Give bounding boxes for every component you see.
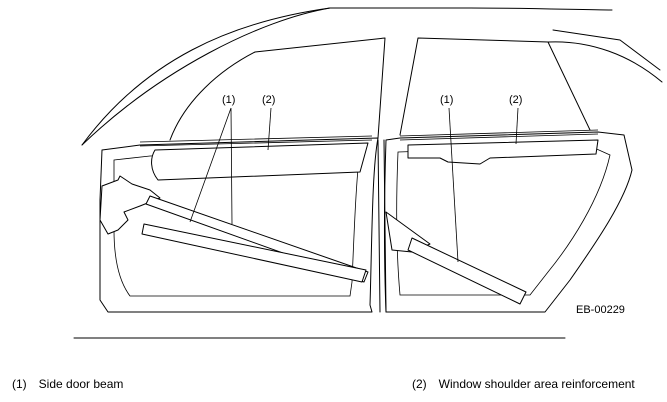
front-beam-leader (189, 107, 233, 225)
legend-label: Window shoulder area reinforcement (438, 377, 635, 391)
callout-front-beam: (1) (222, 94, 235, 106)
rear-door-inner (396, 145, 611, 296)
legend-number: (1) (12, 377, 27, 391)
front-window-frame (169, 37, 386, 141)
legend-number: (2) (412, 377, 427, 391)
windshield-pillar (81, 7, 331, 146)
rear-beam-leader (448, 107, 459, 263)
callout-rear-beam: (1) (440, 94, 453, 106)
callout-rear-reinforcement: (2) (509, 94, 522, 106)
figure-code: EB-00229 (576, 304, 625, 316)
front-door-beam-lower (141, 223, 367, 283)
front-door-outline (99, 137, 379, 313)
front-hinge-bracket (99, 175, 161, 235)
c-pillar (547, 41, 663, 83)
rear-reinforcement-leader (515, 107, 519, 145)
callout-front-reinforcement: (2) (262, 94, 275, 106)
front-reinforcement-leader (267, 107, 272, 151)
legend-item-side-door-beam: (1) Side door beam (12, 377, 123, 391)
door-gap (377, 139, 387, 313)
car-door-diagram: (1) (2) (1) (2) EB-00229 (73, 7, 663, 339)
roof-line (81, 7, 613, 146)
front-belt-line (139, 135, 373, 147)
rear-window-reinforcement (407, 139, 599, 165)
rear-belt-line (399, 129, 599, 141)
legend-label: Side door beam (38, 377, 124, 391)
rear-quarter-window (552, 29, 661, 71)
legend-item-window-reinforcement: (2) Window shoulder area reinforcement (412, 377, 635, 391)
rear-door-beam (407, 237, 527, 305)
b-pillar-rear-frame (399, 37, 591, 136)
front-window-reinforcement (151, 142, 369, 181)
